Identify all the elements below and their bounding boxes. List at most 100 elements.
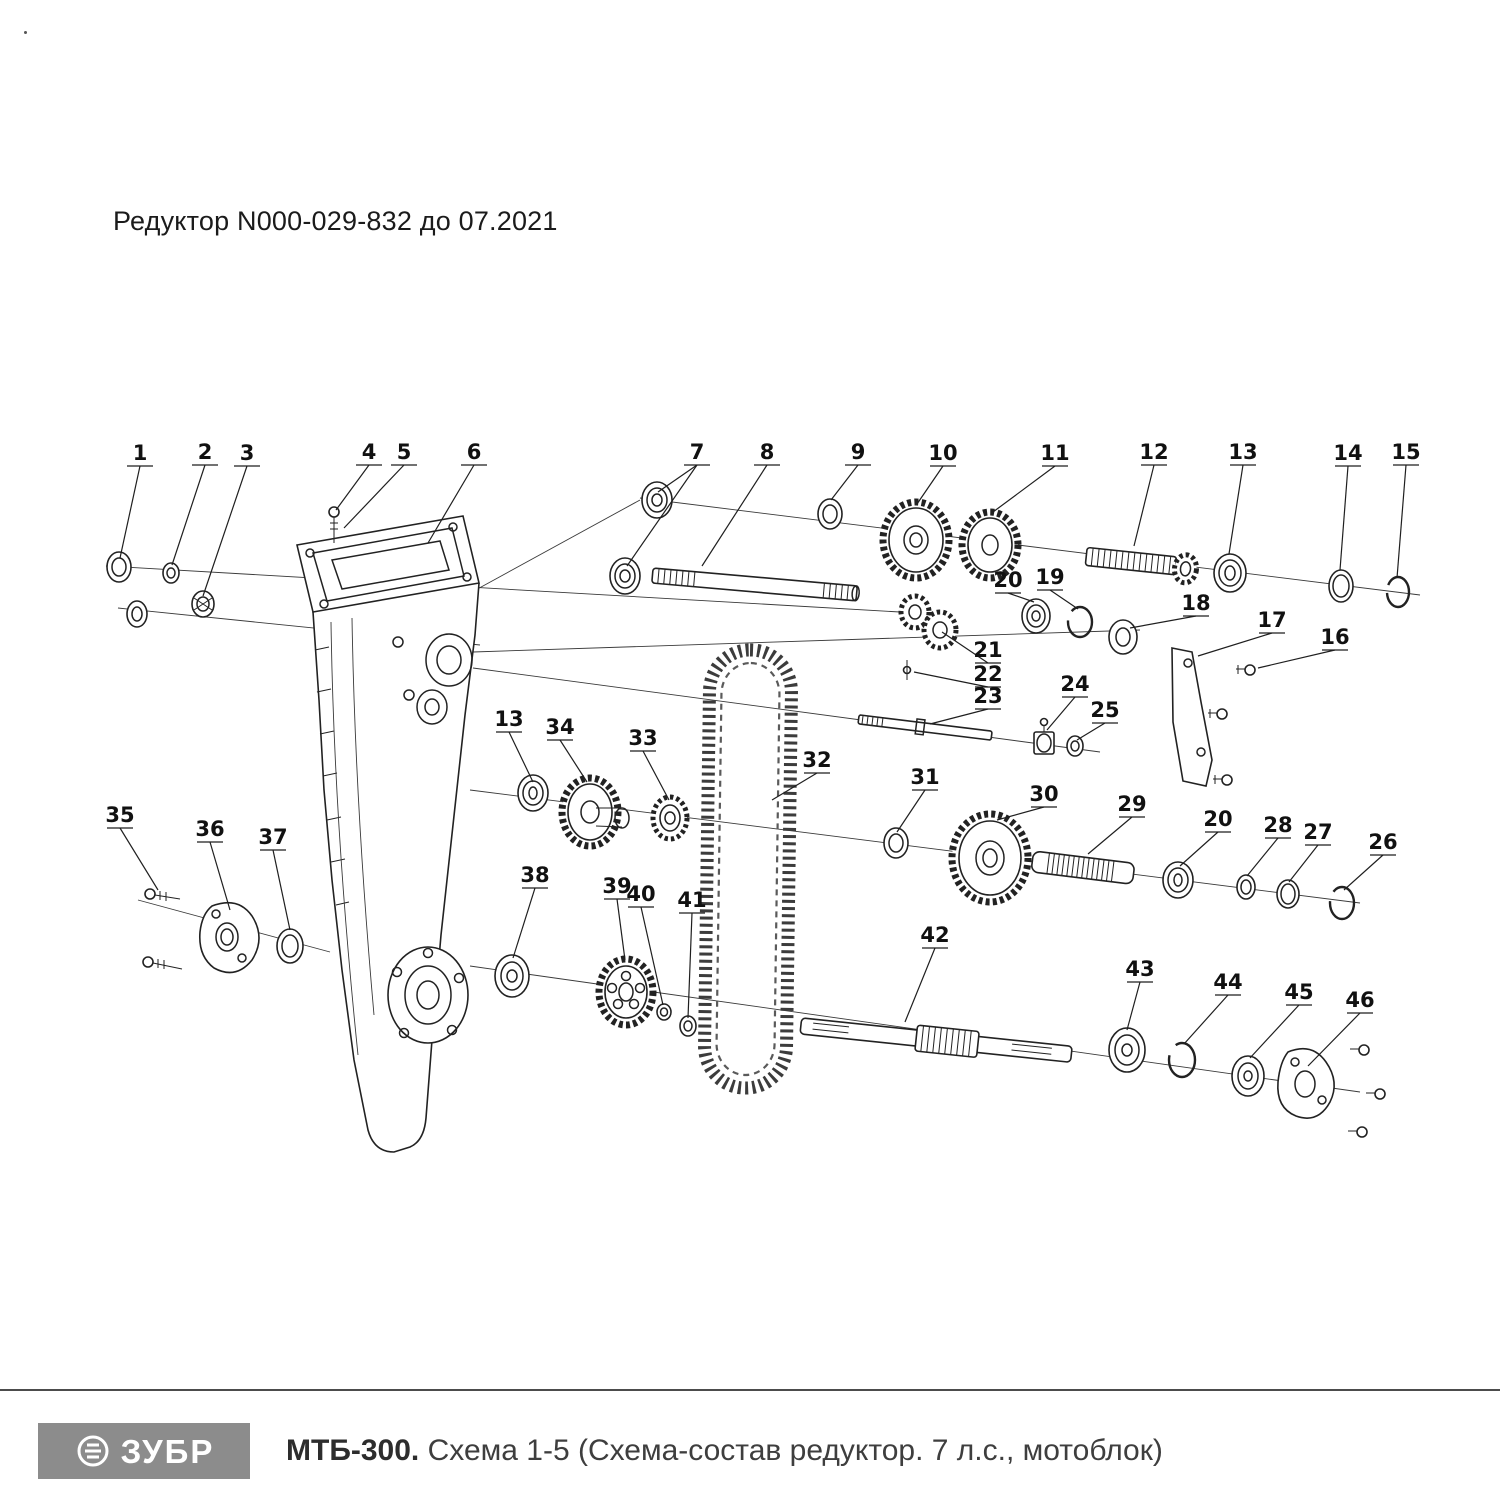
part-callout-19: 19 <box>1035 565 1079 610</box>
part-30-gear <box>948 810 1032 906</box>
part-9-bushing <box>817 498 843 530</box>
svg-text:20: 20 <box>1203 807 1232 831</box>
part-callout-38: 38 <box>512 863 550 959</box>
part-33-sprocket <box>650 794 690 842</box>
part-34-gear <box>558 774 630 850</box>
part-23-shaft <box>857 714 993 741</box>
svg-text:35: 35 <box>105 803 134 827</box>
svg-text:24: 24 <box>1060 672 1089 696</box>
scheme-caption: Схема 1-5 (Схема-состав редуктор. 7 л.с.… <box>427 1434 1163 1467</box>
part-callout-37: 37 <box>258 825 291 931</box>
part-callout-31: 31 <box>896 765 940 833</box>
part-27-ring <box>1276 879 1300 909</box>
part-callout-41: 41 <box>677 888 707 1019</box>
part-20-bearing <box>1021 598 1051 634</box>
part-20b-bearing <box>1162 861 1194 899</box>
part-callout-43: 43 <box>1125 957 1155 1031</box>
brand-name: ЗУБР <box>120 1432 215 1470</box>
part-callout-3: 3 <box>202 441 260 597</box>
svg-text:21: 21 <box>973 638 1002 662</box>
part-callout-44: 44 <box>1183 970 1243 1045</box>
svg-text:32: 32 <box>802 748 831 772</box>
part-3-nut <box>191 590 215 618</box>
part-2-washer <box>162 562 180 584</box>
part-41-washer <box>679 1015 697 1037</box>
part-13-bearing <box>1213 553 1247 593</box>
part-callout-20: 20 <box>1179 807 1233 867</box>
part-40-nut <box>656 1003 672 1021</box>
part-callout-8: 8 <box>701 440 780 567</box>
part-callout-15: 15 <box>1391 440 1421 579</box>
svg-text:36: 36 <box>195 817 224 841</box>
part-7-bearing-lower <box>609 557 641 595</box>
part-callout-46: 46 <box>1307 988 1375 1067</box>
part-42-shaft <box>799 1017 1073 1063</box>
part-callout-10: 10 <box>916 441 958 505</box>
part-callout-23: 23 <box>929 684 1003 725</box>
part-14-ring <box>1328 569 1354 603</box>
svg-text:5: 5 <box>397 440 412 464</box>
svg-text:1: 1 <box>133 441 148 465</box>
svg-text:23: 23 <box>973 684 1002 708</box>
part-38-bearing <box>494 954 530 998</box>
footer-caption: МТБ-300. Схема 1-5 (Схема-состав редукто… <box>286 1434 1163 1468</box>
part-callout-33: 33 <box>628 726 670 801</box>
svg-text:26: 26 <box>1368 830 1397 854</box>
svg-text:20: 20 <box>993 568 1022 592</box>
part-callout-7: 7 <box>626 440 710 567</box>
footer-divider <box>0 1389 1500 1391</box>
part-15-circlip <box>1385 575 1411 609</box>
part-callout-6: 6 <box>427 440 487 544</box>
part-7-bearing-upper <box>641 481 673 519</box>
svg-text:37: 37 <box>258 825 287 849</box>
svg-text:9: 9 <box>851 440 866 464</box>
part-callout-12: 12 <box>1133 440 1169 547</box>
part-callout-30: 30 <box>996 782 1059 821</box>
part-22-pin <box>902 660 912 680</box>
part-callout-22: 22 <box>913 662 1003 688</box>
part-callout-24: 24 <box>1046 672 1090 731</box>
svg-text:46: 46 <box>1345 988 1374 1012</box>
svg-text:40: 40 <box>626 882 655 906</box>
svg-text:3: 3 <box>240 441 255 465</box>
svg-text:6: 6 <box>467 440 482 464</box>
part-callout-26: 26 <box>1343 830 1398 891</box>
part-43-bearing <box>1108 1027 1146 1073</box>
diagram-title: Редуктор N000-029-832 до 07.2021 <box>113 206 558 236</box>
part-28-washer <box>1236 874 1256 900</box>
svg-text:44: 44 <box>1213 970 1242 994</box>
part-1-washer <box>106 551 132 583</box>
svg-text:45: 45 <box>1284 980 1313 1004</box>
svg-text:11: 11 <box>1040 441 1069 465</box>
part-17-plate <box>1171 647 1213 787</box>
svg-text:18: 18 <box>1181 591 1210 615</box>
part-13b-bearing <box>517 774 549 812</box>
part-callout-9: 9 <box>830 440 871 501</box>
svg-text:25: 25 <box>1090 698 1119 722</box>
part-callout-36: 36 <box>195 817 231 911</box>
svg-text:7: 7 <box>690 440 705 464</box>
part-callout-17: 17 <box>1197 608 1287 657</box>
part-callout-34: 34 <box>545 715 588 783</box>
svg-text:43: 43 <box>1125 957 1154 981</box>
part-39-sprocket <box>595 955 657 1029</box>
brand-logo: ЗУБР <box>38 1423 250 1479</box>
svg-text:33: 33 <box>628 726 657 750</box>
part-37-seal <box>276 928 304 964</box>
part-12-shaft <box>1084 546 1200 586</box>
svg-text:19: 19 <box>1035 565 1064 589</box>
svg-text:10: 10 <box>928 441 957 465</box>
svg-text:27: 27 <box>1303 820 1332 844</box>
part-callout-18: 18 <box>1129 591 1211 629</box>
model-name: МТБ-300. <box>286 1434 420 1467</box>
part-callout-42: 42 <box>904 923 950 1023</box>
svg-text:13: 13 <box>1228 440 1257 464</box>
part-callout-4: 4 <box>335 440 382 511</box>
part-29-worm-shaft <box>1031 850 1135 885</box>
part-24-block <box>1033 717 1055 755</box>
part-callout-45: 45 <box>1249 980 1314 1059</box>
part-callout-2: 2 <box>171 440 218 566</box>
svg-text:41: 41 <box>677 888 706 912</box>
